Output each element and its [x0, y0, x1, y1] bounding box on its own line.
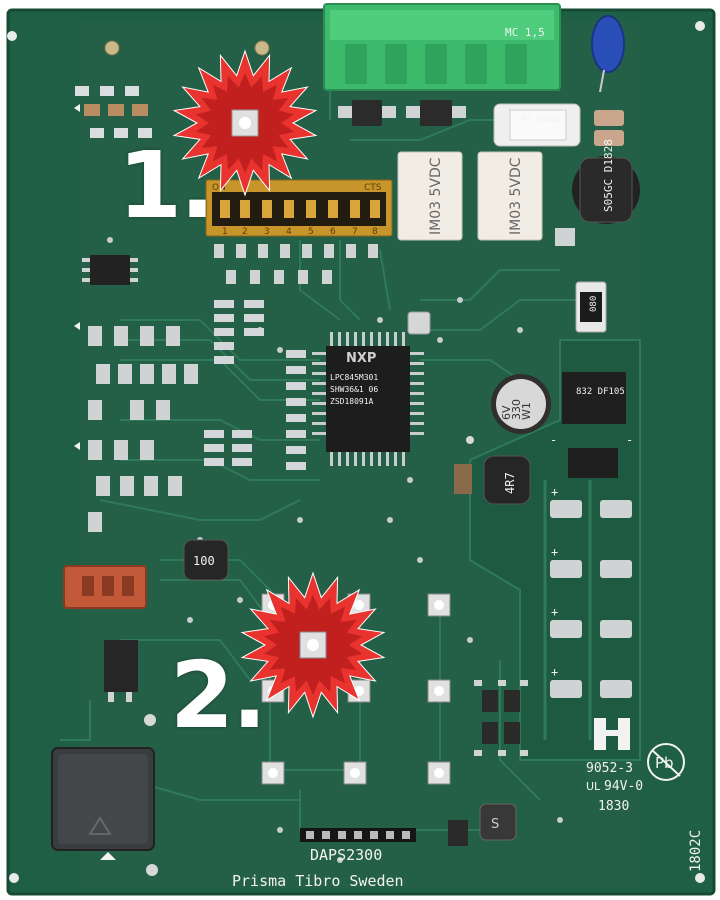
callout-1: 1.	[118, 132, 215, 239]
bridge-label: 832 DF105	[576, 387, 625, 397]
dip-cts-label: CTS	[364, 183, 382, 193]
dip-switch: ON CTS 1 2 3 4 5 6 7 8	[205, 179, 393, 237]
mcu-line-1: LPC845M301	[330, 373, 378, 382]
inductor-s: S	[479, 803, 517, 841]
cap-line-2: 330	[510, 399, 523, 420]
bridge-rectifier: 832 DF105	[562, 372, 626, 424]
power-inductor-right: S05GC D1828	[572, 139, 640, 224]
dip-on-label: ON	[212, 183, 226, 193]
board-maker: Prisma Tibro Sweden	[232, 872, 404, 890]
resistor-label: 080	[589, 296, 599, 312]
plus-mark: +	[551, 485, 558, 499]
terminal-label: MC 1,5	[505, 26, 545, 39]
mount-hole	[695, 873, 705, 883]
terminal-block: MC 1,5	[323, 3, 561, 91]
dip-num: 5	[308, 227, 314, 237]
smd-grid-left	[88, 326, 198, 532]
cap-line-3: 6V	[500, 405, 513, 420]
lower-led	[299, 631, 327, 659]
power-inductor-big	[51, 747, 155, 851]
date-code: 1830	[598, 799, 629, 814]
fuse-label: ET 500mA	[522, 115, 561, 124]
edge-code: 1802C	[688, 830, 704, 872]
board-model: DAPS2300	[310, 846, 382, 864]
output-pads: + + + +	[550, 485, 632, 698]
plus-mark: +	[551, 665, 558, 679]
inductor-4r7: 4R7	[483, 455, 531, 505]
relay-2-label: IM03 5VDC	[508, 157, 524, 235]
mount-hole	[695, 21, 705, 31]
relay-1-label: IM03 5VDC	[428, 157, 444, 235]
dip-num: 4	[286, 227, 292, 237]
svg-text:UL: UL	[586, 780, 601, 793]
pcb-traces	[60, 89, 580, 831]
dip-num: 1	[222, 227, 228, 237]
dip-num: 6	[330, 227, 336, 237]
inductor-top-label: 4R7	[503, 472, 517, 494]
cert-code: 9052-3	[586, 761, 633, 776]
mcu-line-2: SHW36&1 06	[330, 385, 378, 394]
flammability: 94V-0	[604, 779, 643, 794]
minus-mark: -	[550, 433, 557, 447]
dip-num: 3	[264, 227, 270, 237]
dip-num: 7	[352, 227, 358, 237]
plus-mark: +	[551, 605, 558, 619]
inductor-100: 100	[183, 539, 229, 581]
burst-2	[240, 571, 386, 719]
cert-marks: Pb 9052-3 94V-0 UL 1830	[586, 718, 685, 814]
cap-line-1: W1	[520, 402, 533, 420]
fuse: ET 500mA	[493, 103, 581, 147]
inductor-right-label: S05GC D1828	[602, 139, 615, 212]
burst-1	[172, 49, 318, 197]
blue-capacitor	[591, 15, 625, 93]
mount-hole	[7, 31, 17, 41]
power-resistor: 080	[575, 281, 607, 333]
relay-1: IM03 5VDC	[397, 151, 463, 241]
mcu-chip: NXP LPC845M301 SHW36&1 06 ZSD18091A	[312, 332, 424, 466]
svg-text:Pb: Pb	[655, 754, 674, 772]
callout-2: 2.	[170, 642, 267, 749]
plus-mark: +	[551, 545, 558, 559]
orange-connector	[63, 565, 147, 609]
mount-hole	[9, 873, 19, 883]
mcu-line-3: ZSD18091A	[330, 397, 374, 406]
dip-num: 8	[372, 227, 378, 237]
relay-2: IM03 5VDC	[477, 151, 543, 241]
electrolytic-capacitor: W1 330 6V	[491, 374, 551, 434]
mcu-brand: NXP	[346, 351, 376, 366]
inductor-left-label: 100	[193, 554, 215, 568]
svg-text:S: S	[491, 817, 499, 832]
dip-num: 2	[242, 227, 248, 237]
minus-mark: -	[626, 433, 633, 447]
